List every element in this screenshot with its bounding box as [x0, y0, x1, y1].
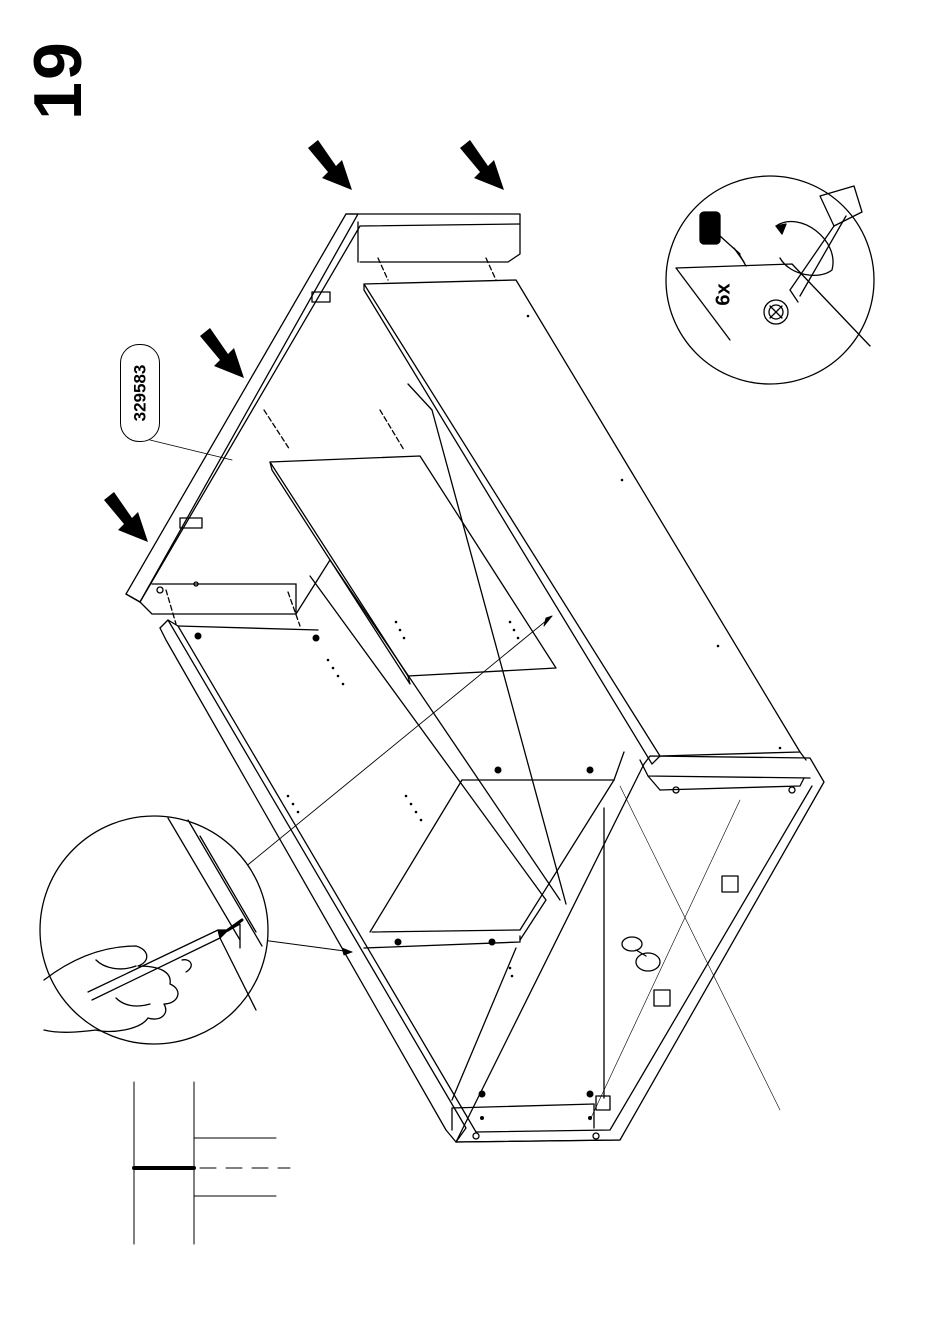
push-arrows	[104, 140, 504, 542]
screw-detail	[666, 176, 874, 384]
marking-detail	[40, 816, 268, 1044]
push-arrow-icon	[104, 492, 148, 542]
dowels	[166, 258, 496, 626]
brackets	[180, 292, 738, 1110]
holes	[195, 315, 782, 1120]
part-number-badge: 329583	[120, 344, 160, 442]
push-arrow-icon	[308, 140, 352, 190]
step-number: 19	[18, 30, 98, 130]
part-number-text: 329583	[130, 365, 150, 422]
inner-divider	[310, 576, 546, 940]
screw-quantity-text: 6x	[713, 283, 736, 305]
push-arrow-icon	[460, 140, 504, 190]
push-arrow-icon	[200, 328, 244, 378]
adjustable-foot	[622, 937, 660, 971]
step-number-text: 19	[24, 40, 92, 120]
middle-shelf	[270, 456, 556, 676]
screw-quantity-label: 6x	[704, 276, 744, 312]
edge-legend	[134, 1082, 290, 1244]
